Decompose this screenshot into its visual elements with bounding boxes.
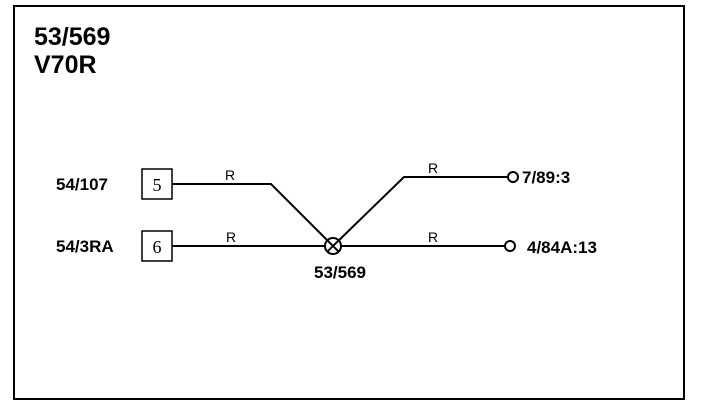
pin-number-6: 6 xyxy=(153,237,162,257)
terminal-icon-4-84a xyxy=(504,240,516,252)
splice-icon xyxy=(324,237,342,255)
terminal-label-7-89: 7/89:3 xyxy=(522,168,570,187)
connector-box-54-107 xyxy=(141,168,173,200)
connector-label-54-3ra: 54/3RA xyxy=(56,237,114,256)
wire-54-107-to-splice xyxy=(172,183,334,247)
connector-box-54-3ra xyxy=(141,230,173,262)
wire-splice-to-7-89 xyxy=(332,176,507,247)
connector-label-54-107: 54/107 xyxy=(56,175,108,194)
splice-label: 53/569 xyxy=(314,263,366,282)
terminal-label-4-84a: 4/84A:13 xyxy=(527,238,597,257)
wire-color-code: R xyxy=(428,229,438,245)
terminal-icon-7-89 xyxy=(507,171,519,183)
diagram-code: 53/569 xyxy=(34,23,111,51)
diagram-frame xyxy=(13,5,685,400)
wire-color-code: R xyxy=(225,167,235,183)
model-name: V70R xyxy=(34,51,97,79)
wire-color-code: R xyxy=(226,229,236,245)
pin-number-5: 5 xyxy=(153,175,162,195)
wire-color-code: R xyxy=(428,160,438,176)
